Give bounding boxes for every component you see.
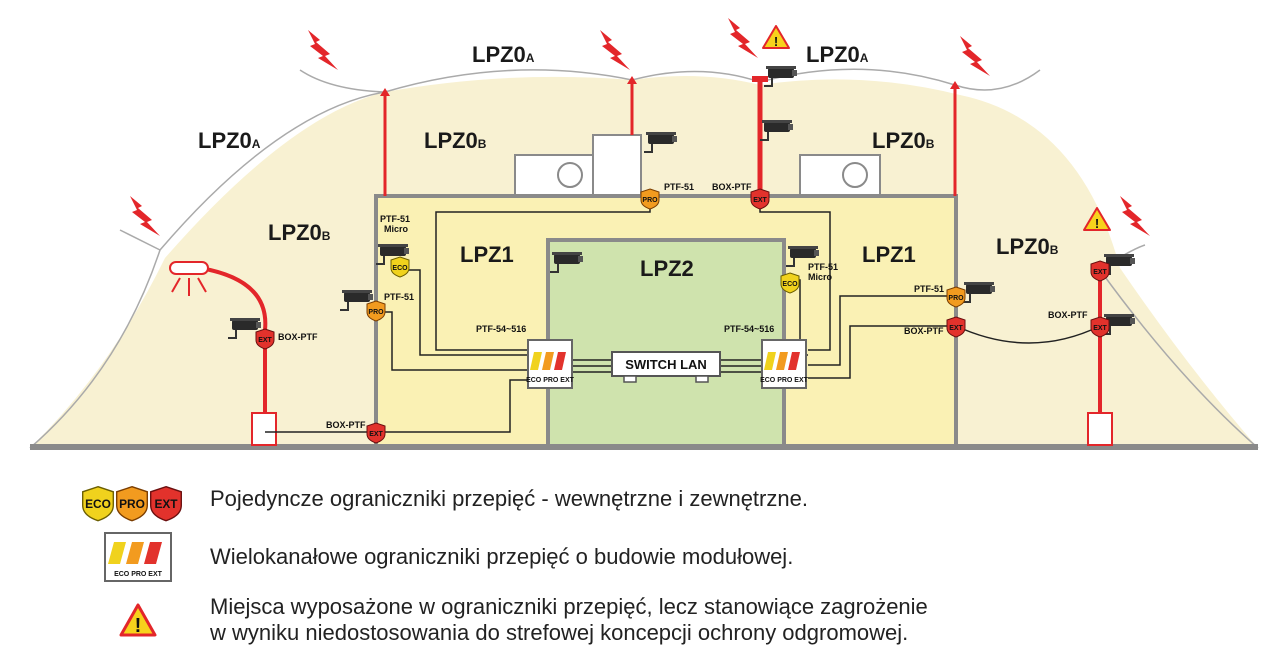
protection-arc <box>954 69 1041 91</box>
warning-triangle-icon: ! <box>119 603 157 637</box>
svg-text:EXT: EXT <box>258 337 272 344</box>
legend-module-caption: ECO PRO EXT <box>114 571 163 578</box>
shield-eco-left: ECO <box>390 256 410 278</box>
zone-label-lpz0a-left: LPZ0A <box>198 128 261 153</box>
shield-pro-right: PRO <box>946 286 966 308</box>
camera-mast-right <box>1087 262 1113 446</box>
eco-shield-icon: ECO <box>82 485 114 522</box>
label-box-ptf-far-right: BOX-PTF <box>1048 310 1088 320</box>
svg-text:ECO: ECO <box>782 281 798 288</box>
switch-lan-label: SWITCH LAN <box>625 357 707 372</box>
svg-text:PRO: PRO <box>368 309 384 316</box>
zone-label-lpz0b-right-top: LPZ0B <box>872 128 935 153</box>
lightning-rod-mid <box>627 76 637 135</box>
legend-text-single-protectors: Pojedyncze ograniczniki przepięć - wewnę… <box>210 486 808 511</box>
label-ptf51-left: PTF-51 <box>384 292 414 302</box>
legend-shield-icons: ECO PRO EXT <box>82 485 182 522</box>
protection-arc <box>29 249 161 449</box>
shield-ext-mast-top: EXT <box>1090 260 1110 282</box>
shield-pro-left: PRO <box>366 300 386 322</box>
lightning-bolt-icon <box>130 196 160 236</box>
label-ptf54-right: PTF-54~516 <box>724 324 774 334</box>
legend-text-warning-line1: Miejsca wyposażone w ograniczniki przepi… <box>210 594 928 619</box>
svg-text:PRO: PRO <box>948 295 964 302</box>
lightning-bolt-icon <box>960 36 990 76</box>
zone-label-lpz2: LPZ2 <box>640 256 694 281</box>
modular-protector-right: ECO PRO EXT <box>760 339 809 389</box>
rooftop-unit-right <box>799 154 881 196</box>
label-box-ptf-bottom: BOX-PTF <box>326 420 366 430</box>
module-caption: ECO PRO EXT <box>760 377 809 384</box>
zone-label-lpz0a-top-left: LPZ0A <box>472 42 535 67</box>
shield-ext-right: EXT <box>946 316 966 338</box>
protection-arc <box>384 69 633 93</box>
zone-label-lpz0b-left-top: LPZ0B <box>424 128 487 153</box>
zone-label-lpz0b-left: LPZ0B <box>268 220 331 245</box>
protection-arc <box>299 69 386 93</box>
protection-arc <box>631 70 761 83</box>
protection-arc <box>159 91 386 251</box>
rooftop-unit-mid <box>592 134 642 196</box>
shield-ext-top: EXT <box>750 188 770 210</box>
label-box-ptf-top: BOX-PTF <box>712 182 752 192</box>
camera-mast-top <box>752 76 768 196</box>
lightning-rod-left <box>380 88 390 196</box>
zone-label-lpz1-left: LPZ1 <box>460 242 514 267</box>
lightning-rod-right <box>950 81 960 196</box>
label-ptf51-right: PTF-51 <box>914 284 944 294</box>
shield-eco-right: ECO <box>780 272 800 294</box>
street-lamp-left <box>169 261 277 446</box>
zone-label-lpz0b-right: LPZ0B <box>996 234 1059 259</box>
shield-ext-mast-low: EXT <box>1090 316 1110 338</box>
protection-arc <box>1099 269 1259 449</box>
legend: ECO PRO EXT Pojedyncze ograniczniki prze… <box>0 468 1280 668</box>
svg-text:EXT: EXT <box>1093 269 1107 276</box>
svg-text:PRO: PRO <box>119 497 145 511</box>
warning-triangle-icon: ! <box>762 25 790 49</box>
module-caption: ECO PRO EXT <box>526 377 575 384</box>
shield-ext-bottom: EXT <box>366 422 386 444</box>
label-box-ptf-right: BOX-PTF <box>904 326 944 336</box>
label-box-ptf-lamp: BOX-PTF <box>278 332 318 342</box>
shield-ext-lamp: EXT <box>255 328 275 350</box>
legend-text-modular-protectors: Wielokanałowe ograniczniki przepięć o bu… <box>210 544 794 569</box>
modular-protector-left: ECO PRO EXT <box>526 339 575 389</box>
label-ptf51-top: PTF-51 <box>664 182 694 192</box>
warning-triangle-icon: ! <box>1083 207 1111 231</box>
switch-lan: SWITCH LAN <box>611 351 721 383</box>
label-ptf51-micro-right: PTF-51 <box>808 262 838 272</box>
svg-text:ECO: ECO <box>392 265 408 272</box>
legend-module-icon: ECO PRO EXT <box>104 532 172 582</box>
rooftop-fan <box>557 162 583 188</box>
zone-label-lpz1-right: LPZ1 <box>862 242 916 267</box>
lightning-bolt-icon <box>600 30 630 70</box>
svg-text:EXT: EXT <box>369 431 383 438</box>
svg-text:ECO: ECO <box>85 497 111 511</box>
svg-text:!: ! <box>774 34 778 49</box>
svg-text:!: ! <box>1095 216 1099 231</box>
svg-text:EXT: EXT <box>1093 325 1107 332</box>
protection-arc <box>119 229 161 251</box>
lightning-bolt-icon <box>728 18 758 58</box>
svg-text:PRO: PRO <box>642 197 658 204</box>
legend-text-warning-line2: w wyniku niedostosowania do strefowej ko… <box>210 620 909 645</box>
label-ptf51-micro-right-2: Micro <box>808 272 833 282</box>
svg-text:EXT: EXT <box>949 325 963 332</box>
lightning-protection-zone-diagram: ! ! SWITCH LAN ECO P <box>29 18 1259 450</box>
label-ptf51-micro-left-2: Micro <box>384 224 409 234</box>
lightning-bolt-icon <box>1120 196 1150 236</box>
label-ptf51-micro-left: PTF-51 <box>380 214 410 224</box>
svg-text:EXT: EXT <box>753 197 767 204</box>
rooftop-fan <box>842 162 868 188</box>
svg-text:!: ! <box>135 615 142 637</box>
svg-text:EXT: EXT <box>154 497 178 511</box>
lightning-bolt-icon <box>308 30 338 70</box>
shield-pro-top: PRO <box>640 188 660 210</box>
label-ptf54-left: PTF-54~516 <box>476 324 526 334</box>
ext-shield-icon: EXT <box>150 485 182 522</box>
pro-shield-icon: PRO <box>116 485 148 522</box>
zone-label-lpz0a-top-right: LPZ0A <box>806 42 869 67</box>
